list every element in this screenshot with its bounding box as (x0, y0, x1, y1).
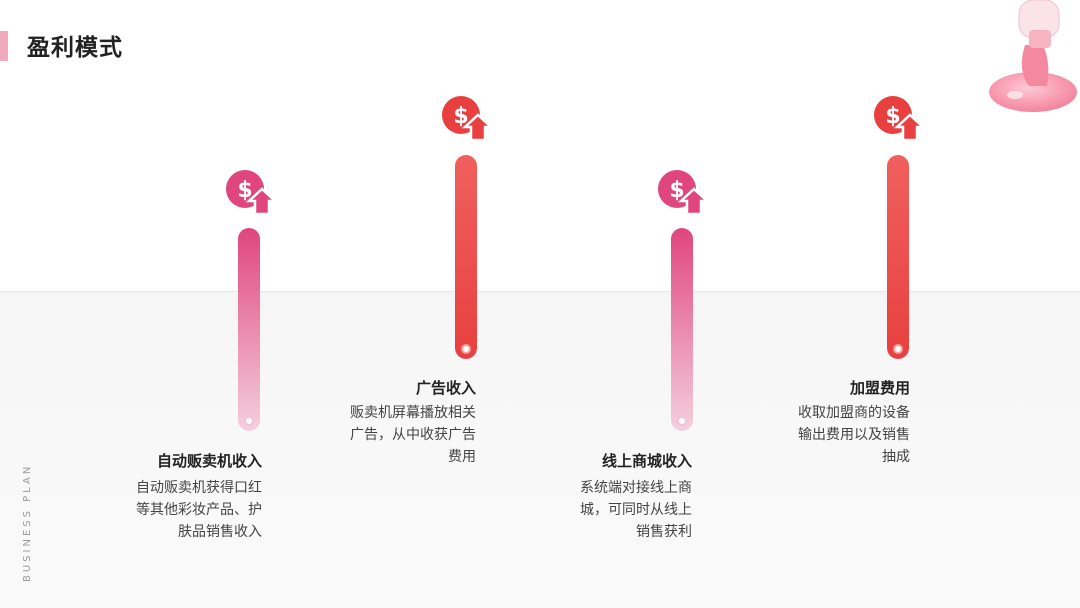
desc-line: 自动贩卖机获得口红 (136, 480, 262, 496)
desc-line: 系统端对接线上商 (580, 480, 692, 496)
svg-text:$: $ (237, 178, 252, 203)
dollar-arrow-up-icon: $ (226, 170, 277, 215)
svg-text:$: $ (885, 104, 900, 129)
item-desc-2: 贩卖机屏幕播放相关 广告，从中收获广告 费用 (350, 402, 476, 468)
desc-line: 广告，从中收获广告 (350, 427, 476, 443)
item-desc-4: 收取加盟商的设备 输出费用以及销售 抽成 (798, 402, 910, 468)
bar-pill-4 (887, 155, 909, 359)
item-title-2: 广告收入 (415, 379, 476, 397)
side-label: BUSINESS PLAN (22, 463, 33, 582)
nail-polish-splash-icon (989, 0, 1077, 112)
desc-line: 输出费用以及销售 (798, 427, 910, 443)
title-accent-bar (0, 31, 8, 61)
desc-line: 费用 (448, 449, 476, 465)
svg-text:$: $ (453, 104, 468, 129)
item-title-3: 线上商城收入 (601, 452, 692, 470)
desc-line: 贩卖机屏幕播放相关 (350, 405, 476, 421)
dollar-arrow-up-icon: $ (874, 96, 925, 141)
dollar-arrow-up-icon: $ (658, 170, 709, 215)
desc-line: 城，可同时从线上 (580, 502, 692, 518)
desc-line: 肤品销售收入 (178, 524, 262, 540)
bar-pill-2 (455, 155, 477, 359)
desc-line: 抽成 (882, 449, 910, 465)
bar-end-dot (893, 344, 903, 354)
bar-end-dot (461, 344, 471, 354)
dollar-arrow-up-icon: $ (442, 96, 493, 141)
item-desc-1: 自动贩卖机获得口红 等其他彩妆产品、护 肤品销售收入 (136, 477, 262, 543)
bar-pill-1 (238, 228, 260, 431)
page-title: 盈利模式 (27, 35, 123, 61)
item-title-1: 自动贩卖机收入 (156, 452, 262, 470)
svg-text:$: $ (669, 178, 684, 203)
item-title-4: 加盟费用 (849, 379, 910, 397)
horizontal-divider (0, 291, 1080, 292)
bar-pill-3 (671, 228, 693, 431)
desc-line: 销售获利 (636, 524, 692, 540)
item-desc-3: 系统端对接线上商 城，可同时从线上 销售获利 (580, 477, 692, 543)
bar-end-dot (244, 416, 254, 426)
desc-line: 收取加盟商的设备 (798, 405, 910, 421)
bar-end-dot (677, 416, 687, 426)
desc-line: 等其他彩妆产品、护 (136, 502, 262, 518)
